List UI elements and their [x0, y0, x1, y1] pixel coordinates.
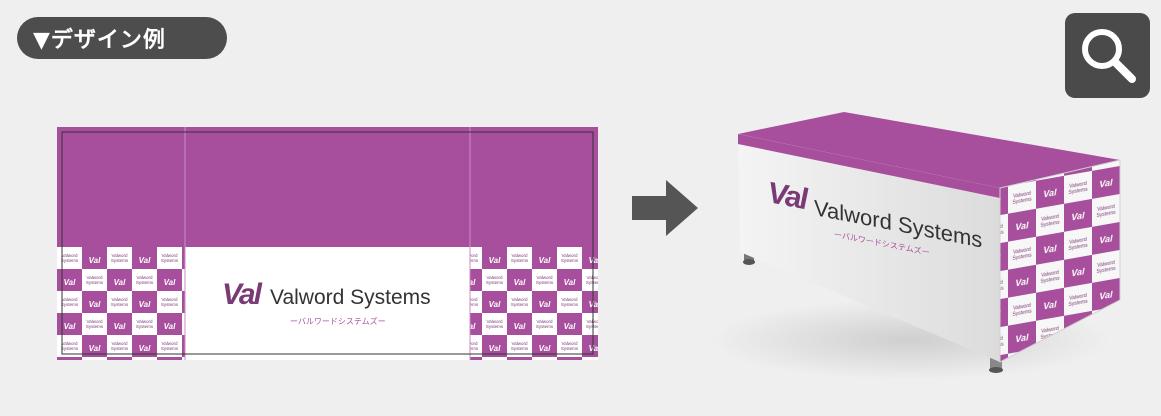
center-logo-panel — [185, 247, 470, 360]
flat-design-layout: Val Valword Systems Val Valword Systems — [57, 127, 598, 360]
checker-panel-left — [57, 247, 185, 360]
arrow-right-icon — [632, 180, 698, 240]
table-cover-3d-mockup: Val Val Valword Systems Valword Systems — [700, 100, 1140, 394]
zoom-button[interactable] — [1065, 13, 1150, 98]
flat-logo-name: Valword Systems — [270, 286, 431, 309]
table-cover-3d-svg: Val Val Valword Systems Valword Systems — [710, 112, 1121, 380]
flat-logo-mark: Val — [222, 278, 262, 311]
flat-logo-kana: ーバルワードシステムズー — [290, 317, 386, 326]
design-example-label: ▼デザイン例 — [33, 28, 166, 53]
mockup-logo-mark: Val — [768, 176, 806, 217]
flat-logo: Val Valword Systems ーバルワードシステムズー — [222, 278, 452, 338]
magnifier-icon — [1082, 29, 1136, 83]
design-example-badge: ▼デザイン例 — [17, 17, 227, 59]
flat-design-svg: Val Valword Systems Val Valword Systems — [57, 127, 598, 360]
checker-panel-right — [470, 247, 598, 360]
